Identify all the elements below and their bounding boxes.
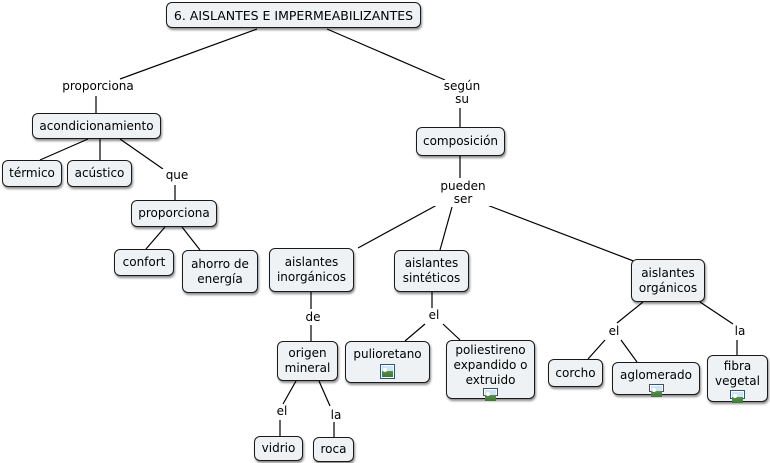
inorganicos-node[interactable]: aislantes inorgánicos	[269, 248, 354, 292]
proporciona-node[interactable]: proporciona	[131, 200, 217, 227]
organicos-text-line1: aislantes	[641, 265, 695, 280]
termico-text: térmico	[9, 166, 55, 180]
roca-text: roca	[320, 442, 347, 456]
title-node[interactable]: 6. AISLANTES E IMPERMEABILIZANTES	[166, 2, 421, 28]
confort-node[interactable]: confort	[114, 249, 174, 276]
link-segun-text: según	[443, 79, 481, 93]
link-que-text: que	[165, 168, 189, 182]
link-proporciona: proporciona	[56, 80, 140, 93]
vidrio-node[interactable]: vidrio	[254, 436, 303, 461]
image-icon[interactable]	[648, 384, 664, 397]
ahorro-text-line2: energía	[197, 271, 243, 286]
proporciona-node-text: proporciona	[138, 206, 210, 220]
acustico-text: acústico	[74, 166, 125, 180]
sinteticos-text-line2: sintéticos	[402, 271, 461, 285]
origen-text-line1: origen	[288, 346, 327, 360]
link-el-origen: el	[271, 405, 293, 418]
corcho-text: corcho	[555, 365, 596, 380]
poliestireno-text-line2: expandido o	[453, 358, 528, 372]
pulioretano-text: pulioretano	[353, 347, 422, 361]
origen-text-line2: mineral	[284, 361, 331, 375]
fibra-vegetal-node[interactable]: fibra vegetal	[707, 355, 768, 403]
organicos-text-line2: orgánicos	[638, 280, 698, 295]
corcho-node[interactable]: corcho	[548, 359, 603, 387]
image-icon[interactable]	[380, 364, 395, 379]
link-pueden-text: pueden	[440, 179, 486, 193]
link-la-organicos-text: la	[734, 324, 746, 338]
acondicionamiento-node[interactable]: acondicionamiento	[32, 113, 161, 139]
link-el-sinteticos: el	[423, 309, 445, 322]
aglomerado-text: aglomerado	[620, 368, 692, 382]
link-que: que	[160, 169, 194, 182]
acustico-node[interactable]: acústico	[67, 160, 132, 187]
organicos-node[interactable]: aislantes orgánicos	[631, 259, 705, 302]
composicion-node[interactable]: composición	[416, 127, 505, 156]
aglomerado-node[interactable]: aglomerado	[612, 362, 700, 397]
link-de: de	[300, 311, 326, 324]
title-text: 6. AISLANTES E IMPERMEABILIZANTES	[173, 7, 414, 23]
link-proporciona-text: proporciona	[62, 79, 134, 93]
ahorro-node[interactable]: ahorro de energía	[182, 250, 258, 293]
ahorro-text-line1: ahorro de	[191, 256, 249, 271]
link-ser-text: ser	[453, 192, 473, 206]
confort-text: confort	[122, 255, 166, 269]
link-el-sinteticos-text: el	[428, 308, 440, 322]
image-icon[interactable]	[730, 390, 745, 403]
link-pueden-ser: pueden ser	[434, 180, 492, 206]
image-icon[interactable]	[483, 388, 498, 401]
link-la-organicos: la	[729, 325, 751, 338]
termico-node[interactable]: térmico	[2, 160, 62, 187]
sinteticos-text-line1: aislantes	[404, 256, 459, 270]
link-la-origen: la	[325, 409, 347, 422]
link-el-organicos: el	[603, 325, 625, 338]
link-su-text: su	[455, 92, 469, 106]
acondicionamiento-text: acondicionamiento	[39, 118, 154, 133]
composicion-text: composición	[422, 134, 499, 148]
inorganicos-text-line1: aislantes	[284, 255, 339, 269]
sinteticos-node[interactable]: aislantes sintéticos	[394, 250, 469, 292]
link-el-organicos-text: el	[608, 324, 620, 338]
link-segun-su: según su	[436, 80, 488, 106]
pulioretano-node[interactable]: pulioretano	[345, 341, 430, 383]
poliestireno-text-line3: extruido	[465, 373, 516, 387]
inorganicos-text-line2: inorgánicos	[276, 270, 347, 284]
fibra-text-line2: vegetal	[715, 374, 760, 388]
poliestireno-node[interactable]: poliestireno expandido o extruido	[446, 340, 535, 401]
fibra-text-line1: fibra	[723, 359, 752, 373]
link-la-origen-text: la	[330, 408, 342, 422]
link-de-text: de	[305, 310, 321, 324]
vidrio-text: vidrio	[261, 441, 296, 455]
origen-mineral-node[interactable]: origen mineral	[277, 341, 338, 381]
roca-node[interactable]: roca	[313, 437, 354, 462]
poliestireno-text-line1: poliestireno	[455, 343, 526, 357]
link-el-origen-text: el	[276, 404, 288, 418]
